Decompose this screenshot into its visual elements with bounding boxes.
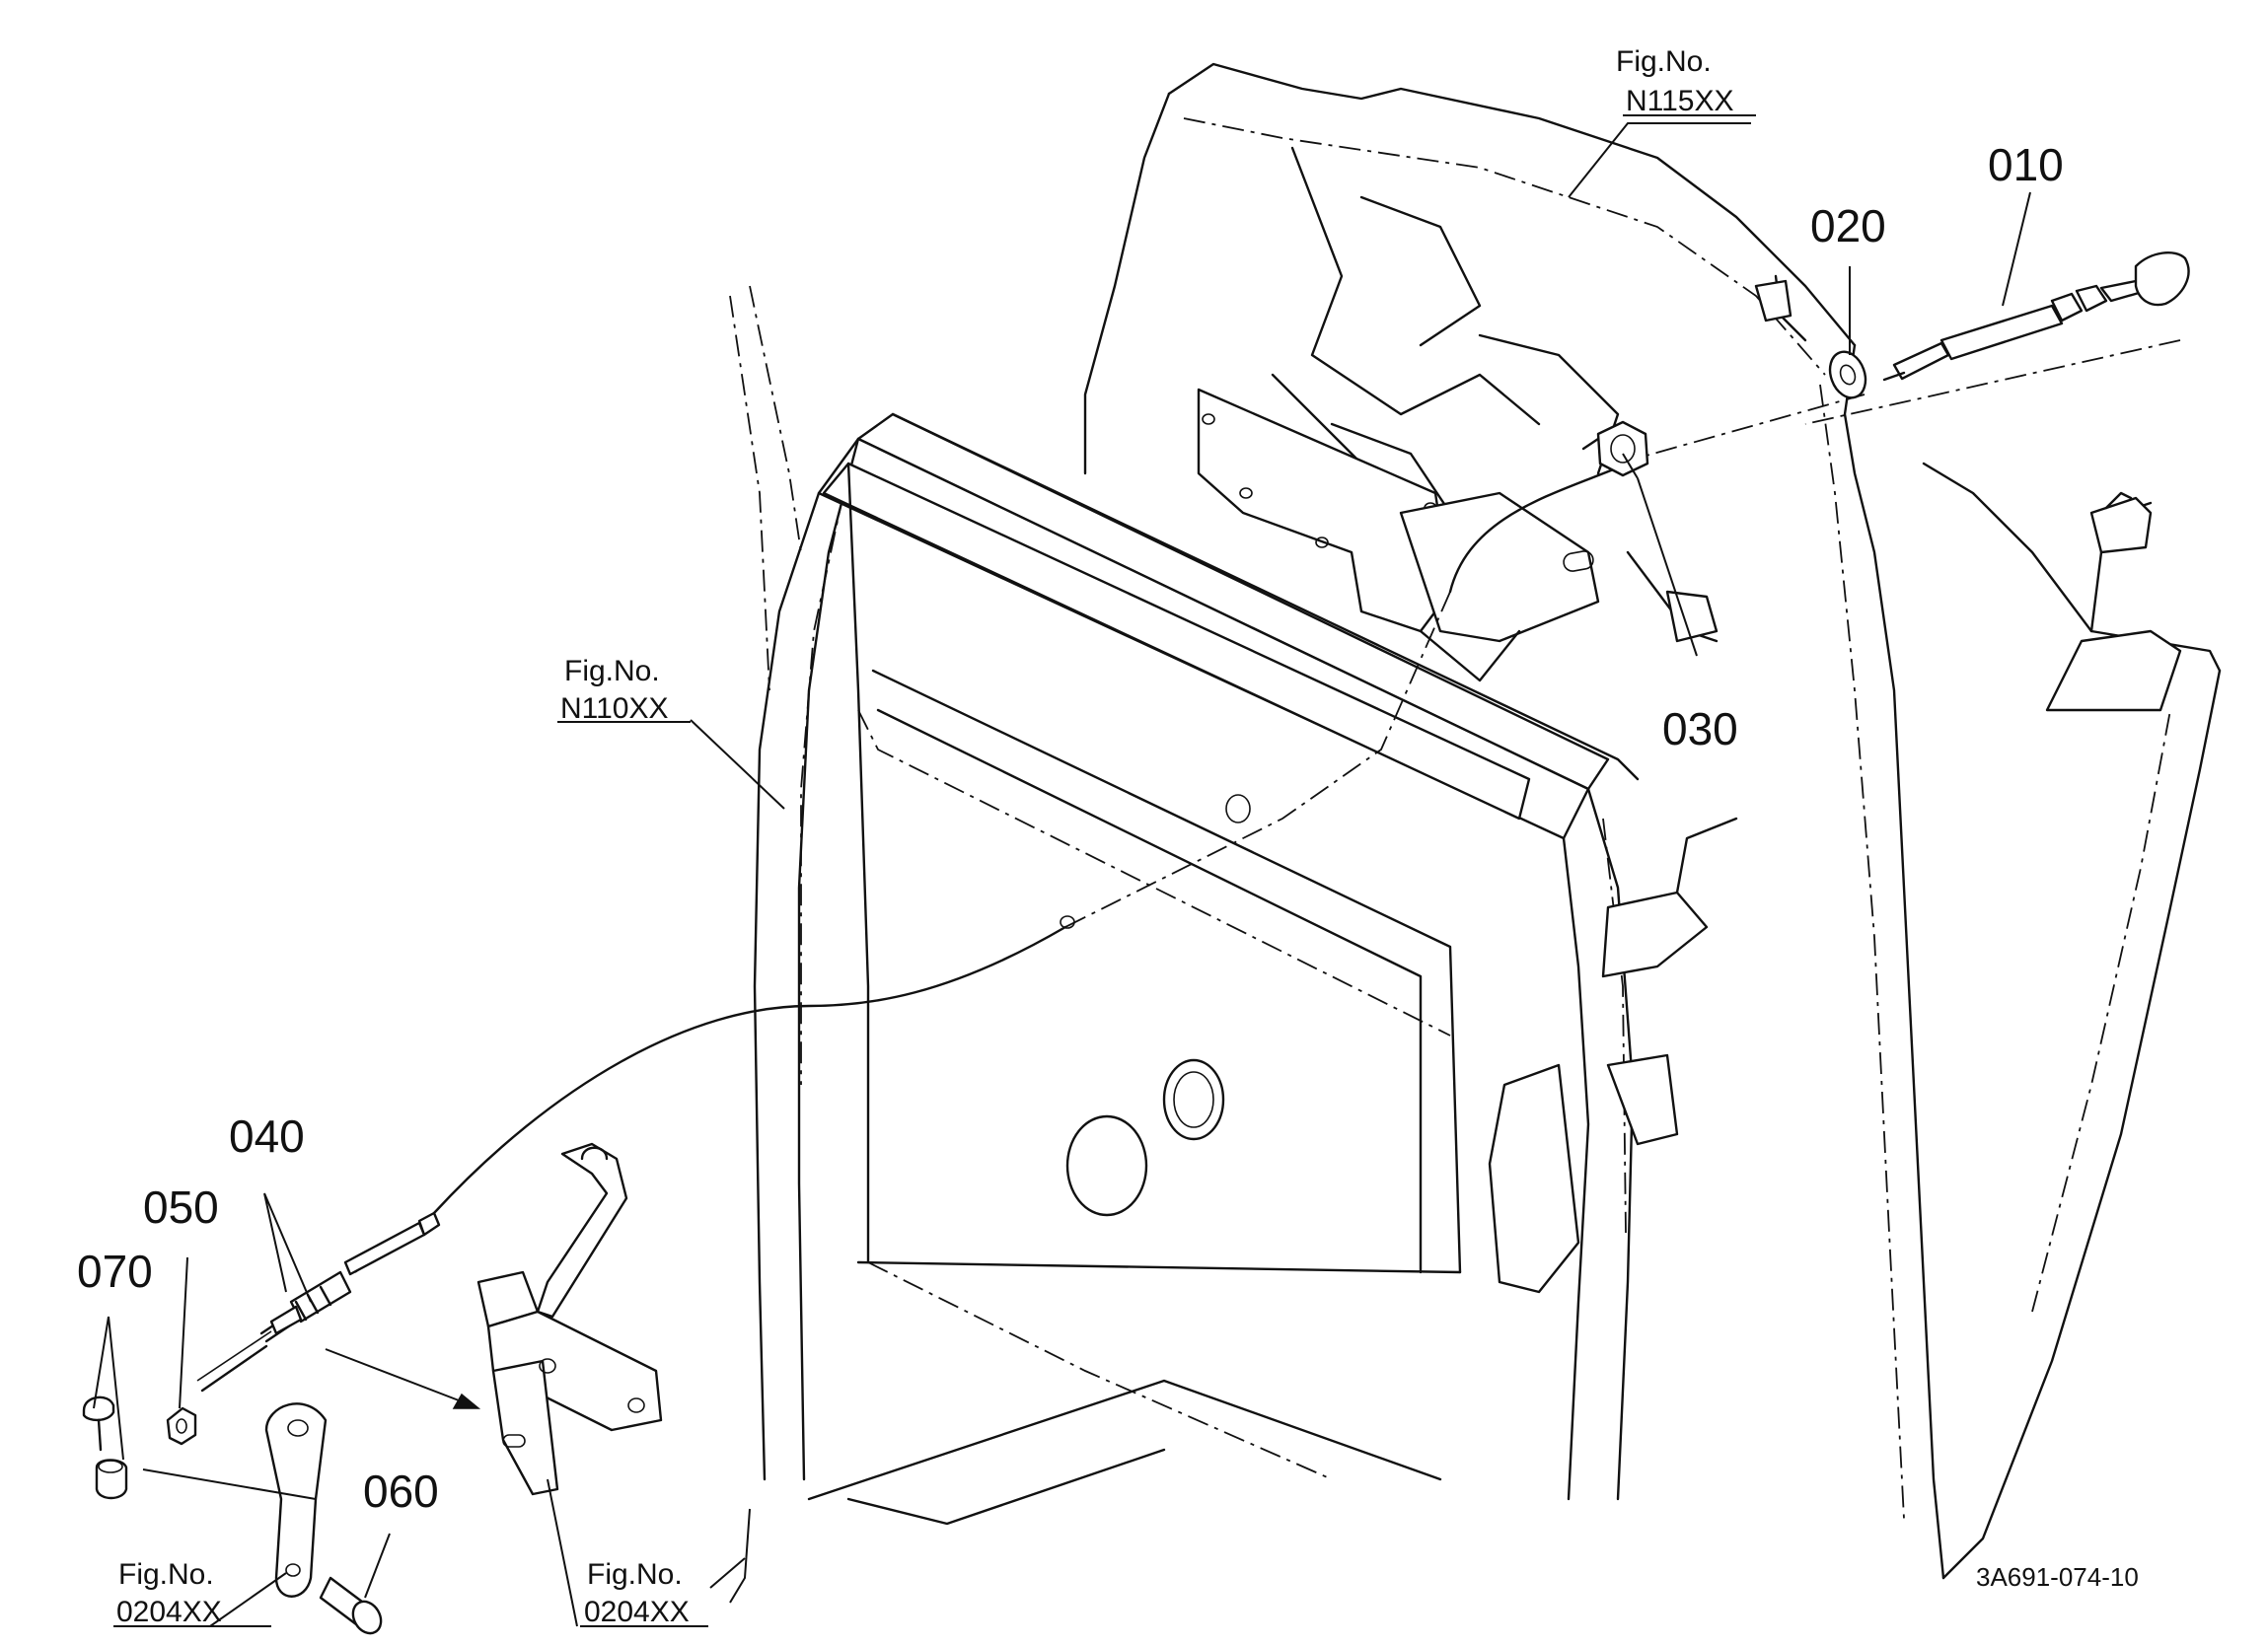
part-050-nut bbox=[166, 1406, 197, 1446]
cable-path bbox=[354, 339, 2181, 1273]
fig-ref-n115xx-number: N115XX bbox=[1626, 85, 1734, 117]
part-030-nut bbox=[1581, 420, 1649, 477]
leader-lines bbox=[93, 122, 2031, 1627]
part-070-screw-collar bbox=[82, 1396, 128, 1500]
part-020-label: 020 bbox=[1810, 200, 1886, 251]
part-040-cable-end bbox=[196, 1211, 441, 1393]
part-060-label: 060 bbox=[363, 1466, 439, 1517]
front-frame bbox=[729, 285, 1738, 1526]
part-number-labels: 010 020 030 040 050 060 070 bbox=[77, 139, 2064, 1517]
part-030-label: 030 bbox=[1662, 703, 1738, 754]
part-070-label: 070 bbox=[77, 1246, 153, 1297]
lever-plate bbox=[264, 1402, 328, 1598]
drawing-id: 3A691-074-10 bbox=[1976, 1562, 2139, 1592]
l-bracket bbox=[476, 1142, 663, 1496]
assembly-arrow bbox=[325, 1348, 481, 1409]
part-050-label: 050 bbox=[143, 1181, 219, 1233]
part-010-knob-cable bbox=[1882, 250, 2190, 382]
part-020-washer bbox=[1828, 350, 1867, 399]
fig-ref-0204xx-right-number: 0204XX bbox=[584, 1596, 690, 1628]
fig-ref-0204xx-left-number: 0204XX bbox=[116, 1596, 222, 1628]
fig-ref-n115xx-label: Fig.No. bbox=[1616, 45, 1712, 78]
part-010-label: 010 bbox=[1988, 139, 2064, 190]
fig-ref-n110xx-number: N110XX bbox=[560, 692, 669, 725]
fig-ref-0204xx-right-label: Fig.No. bbox=[587, 1558, 683, 1591]
figure-reference-labels: Fig.No. N115XX Fig.No. N110XX Fig.No. 02… bbox=[113, 45, 1756, 1628]
part-040-label: 040 bbox=[229, 1110, 305, 1162]
hood-panel bbox=[1083, 62, 2222, 1580]
fig-ref-n110xx-label: Fig.No. bbox=[564, 655, 660, 687]
fig-ref-0204xx-left-label: Fig.No. bbox=[118, 1558, 214, 1591]
part-060-pin bbox=[319, 1576, 383, 1635]
center-bracket bbox=[1197, 388, 1719, 682]
